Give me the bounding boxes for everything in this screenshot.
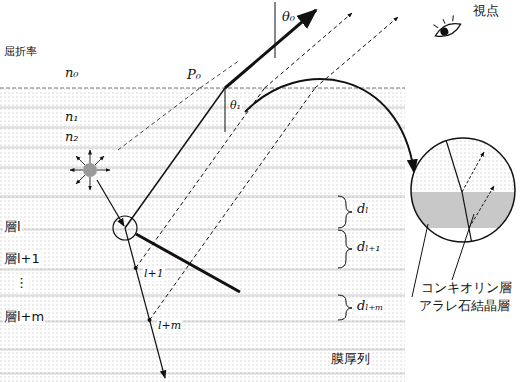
layer-lines xyxy=(0,88,405,375)
light-ray xyxy=(76,156,85,165)
incident-ray xyxy=(97,180,124,226)
layer-label: 層l+1 xyxy=(3,252,41,267)
light-ray xyxy=(90,150,91,163)
reflected-ray-dashed xyxy=(150,88,316,320)
inset-ray xyxy=(446,140,462,192)
transmitted-ray xyxy=(125,228,165,378)
inset-circle xyxy=(411,138,515,242)
normal-line xyxy=(225,88,226,132)
angle-label: θ₁ xyxy=(229,100,242,113)
layer-band xyxy=(0,106,405,109)
incident-ray-dashed xyxy=(118,88,200,150)
inset-layer xyxy=(410,136,520,192)
eye-pupil xyxy=(439,26,450,37)
layer-label: 層l xyxy=(3,220,22,235)
light-ray xyxy=(95,156,104,165)
angle-label: θ₀ xyxy=(281,10,296,25)
layer-band xyxy=(0,372,405,375)
reflected-ray-dashed xyxy=(136,88,265,268)
layer-label: 層l+m xyxy=(3,310,45,325)
layer-band xyxy=(0,146,405,149)
thickness-label: dₗ₊ₘ xyxy=(356,299,384,314)
layer-band xyxy=(0,348,405,351)
index-label: n₁ xyxy=(64,110,80,125)
light-blob xyxy=(83,163,97,177)
part-label: コンキオリン層 xyxy=(420,281,513,296)
point-label: P₀ xyxy=(186,68,202,83)
thick-line xyxy=(136,234,240,292)
thickness-braces xyxy=(338,196,352,320)
eye-lash xyxy=(451,15,456,21)
ellipsis-mark: ⋮ xyxy=(14,276,29,291)
light-ray xyxy=(70,170,83,171)
eye-lash xyxy=(443,19,445,24)
layer-band xyxy=(0,228,405,231)
eye-icon xyxy=(430,13,463,40)
light-ray xyxy=(97,170,110,171)
brace xyxy=(338,196,352,228)
exit-ray-dashed xyxy=(315,17,398,88)
light-ray xyxy=(90,177,91,190)
curved-arrow xyxy=(245,79,414,172)
exit-ray-dashed xyxy=(265,13,352,88)
light-source xyxy=(70,150,110,190)
incident-ray-dashed xyxy=(200,60,240,88)
layer-band xyxy=(0,166,405,169)
surface-line xyxy=(0,88,405,89)
eye-lash xyxy=(433,23,438,29)
inset-reflect xyxy=(469,186,494,228)
layer-region xyxy=(0,88,405,382)
caption-label: 膜厚列 xyxy=(330,352,371,367)
layer-band xyxy=(0,126,405,129)
eye-outline xyxy=(433,20,463,41)
reflected-ray xyxy=(125,88,225,228)
point-label: l+1 xyxy=(143,268,165,281)
light-ray xyxy=(76,175,85,184)
point-label: l+m xyxy=(157,320,182,333)
layer-band xyxy=(0,320,405,323)
brace xyxy=(338,295,352,320)
viewpoint-label: 視点 xyxy=(472,4,500,19)
normal-line xyxy=(275,2,276,58)
index-label: n₂ xyxy=(64,130,80,145)
leader-line xyxy=(452,214,474,280)
index-label: n₀ xyxy=(64,66,80,81)
brace xyxy=(338,230,352,268)
axis-label: 屈折率 xyxy=(3,46,38,59)
part-label: アラレ石結晶層 xyxy=(418,299,511,314)
thickness-label: dₗ₊₁ xyxy=(356,240,382,255)
thickness-label: dₗ xyxy=(356,202,369,217)
exit-ray xyxy=(225,10,316,88)
inset-reflect xyxy=(462,152,484,192)
magnify-circle xyxy=(113,216,137,240)
